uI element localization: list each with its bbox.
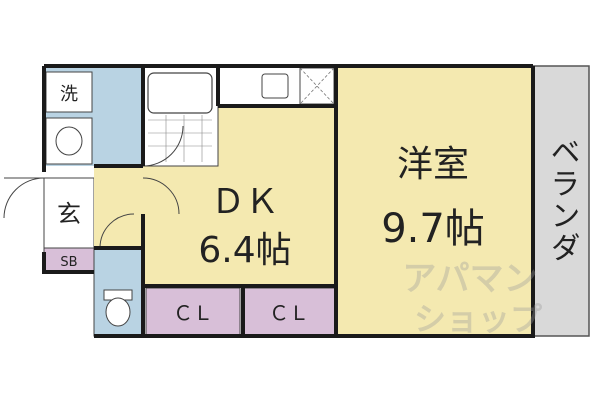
bathtub [147, 72, 213, 114]
watermark-line1: アパマン [402, 259, 537, 299]
walls [42, 64, 535, 338]
bathroom-tiles [148, 115, 212, 162]
washer-space [45, 71, 93, 113]
watermark: アパマン ショップ [402, 259, 543, 338]
closet-1 [145, 287, 241, 337]
western-room-floor [336, 66, 533, 336]
closet-2 [242, 287, 337, 337]
fridge-cross-2 [299, 67, 335, 105]
entrance-floor [43, 177, 95, 249]
veranda-label: ベランダ [545, 136, 580, 264]
dk-name-label: ＤＫ [211, 182, 279, 222]
basin-bowl [55, 126, 83, 156]
entrance-label: 玄 [57, 200, 81, 228]
toilet-door-arc [99, 213, 135, 249]
toilet-bowl [105, 297, 131, 327]
shoe-box-label: SB [60, 255, 77, 270]
watermark-line2: ショップ [414, 300, 543, 338]
closet-1-label: ＣＬ [173, 301, 213, 325]
western-size-label: 9.7帖 [381, 206, 485, 252]
shoe-box [43, 247, 95, 273]
bath-door-arc [142, 125, 184, 167]
western-name-label: 洋室 [397, 144, 469, 185]
sink [261, 73, 289, 99]
hallway-floor [94, 166, 143, 248]
closet-2-label: ＣＬ [269, 301, 309, 325]
washer-label: 洗 [60, 84, 78, 105]
dk-size-label: 6.4帖 [198, 230, 291, 271]
entrance-door-arc [3, 177, 45, 219]
dk-door-arc [142, 177, 180, 215]
fridge-cross-1 [299, 67, 335, 105]
veranda-area [532, 65, 590, 337]
